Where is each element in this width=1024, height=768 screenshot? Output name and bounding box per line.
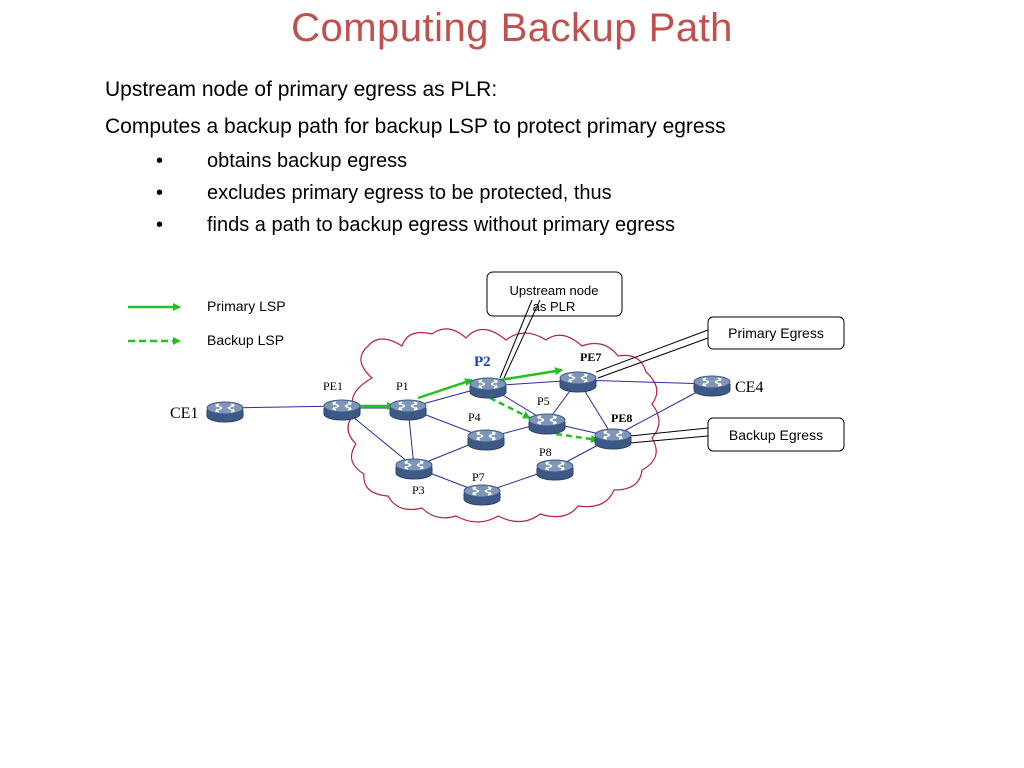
callout-plr-line2: as PLR [533,299,576,314]
node-label-pe8: PE8 [611,411,632,425]
node-label-p2: P2 [474,354,491,370]
network-cloud [347,328,660,523]
legend: Primary LSP Backup LSP [128,298,286,348]
node-label-ce4: CE4 [735,379,763,396]
bullet-item-2: • excludes primary egress to be protected… [156,182,612,205]
router-p7 [463,484,501,506]
router-p5 [528,413,566,435]
callout-primary-egress: Primary Egress [595,316,845,379]
bullet-text: excludes primary egress to be protected,… [207,182,612,204]
bullet-item-3: • finds a path to backup egress without p… [156,214,675,237]
node-label-pe1: PE1 [323,379,343,393]
bullet-item-1: • obtains backup egress [156,150,407,173]
legend-backup-label: Backup LSP [207,332,284,348]
router-p8 [536,459,574,481]
legend-primary-label: Primary LSP [207,298,286,314]
node-label-ce1: CE1 [170,405,198,422]
node-label-p4: P4 [468,410,481,424]
bullet-dot: • [156,150,164,172]
callout-primary-egress-text: Primary Egress [728,325,824,341]
router-ce1 [206,401,244,423]
callout-backup-egress-text: Backup Egress [729,427,823,443]
intro-line-1: Upstream node of primary egress as PLR: [105,78,498,101]
node-label-p7: P7 [472,470,485,484]
node-label-p5: P5 [537,394,550,408]
intro-line-2: Computes a backup path for backup LSP to… [105,115,726,138]
node-label-p8: P8 [539,445,552,459]
callout-backup-egress: Backup Egress [629,417,845,452]
router-pe1 [323,399,361,421]
node-label-p1: P1 [396,379,409,393]
router-pe7 [559,371,597,393]
router-ce4 [693,375,731,397]
node-label-p3: P3 [412,483,425,497]
router-p2 [469,377,507,399]
callout-plr: Upstream node as PLR [486,271,623,379]
router-p4 [467,429,505,451]
router-p1 [389,399,427,421]
router-pe8 [594,428,632,450]
slide-title: Computing Backup Path [291,6,733,50]
node-label-pe7: PE7 [580,350,601,364]
backup-lsp-path [489,396,599,443]
bullet-text: obtains backup egress [207,150,408,172]
bullet-dot: • [156,214,164,236]
callout-plr-line1: Upstream node [510,283,599,298]
bullet-dot: • [156,182,164,204]
router-p3 [395,458,433,480]
bullet-text: finds a path to backup egress without pr… [207,214,676,236]
